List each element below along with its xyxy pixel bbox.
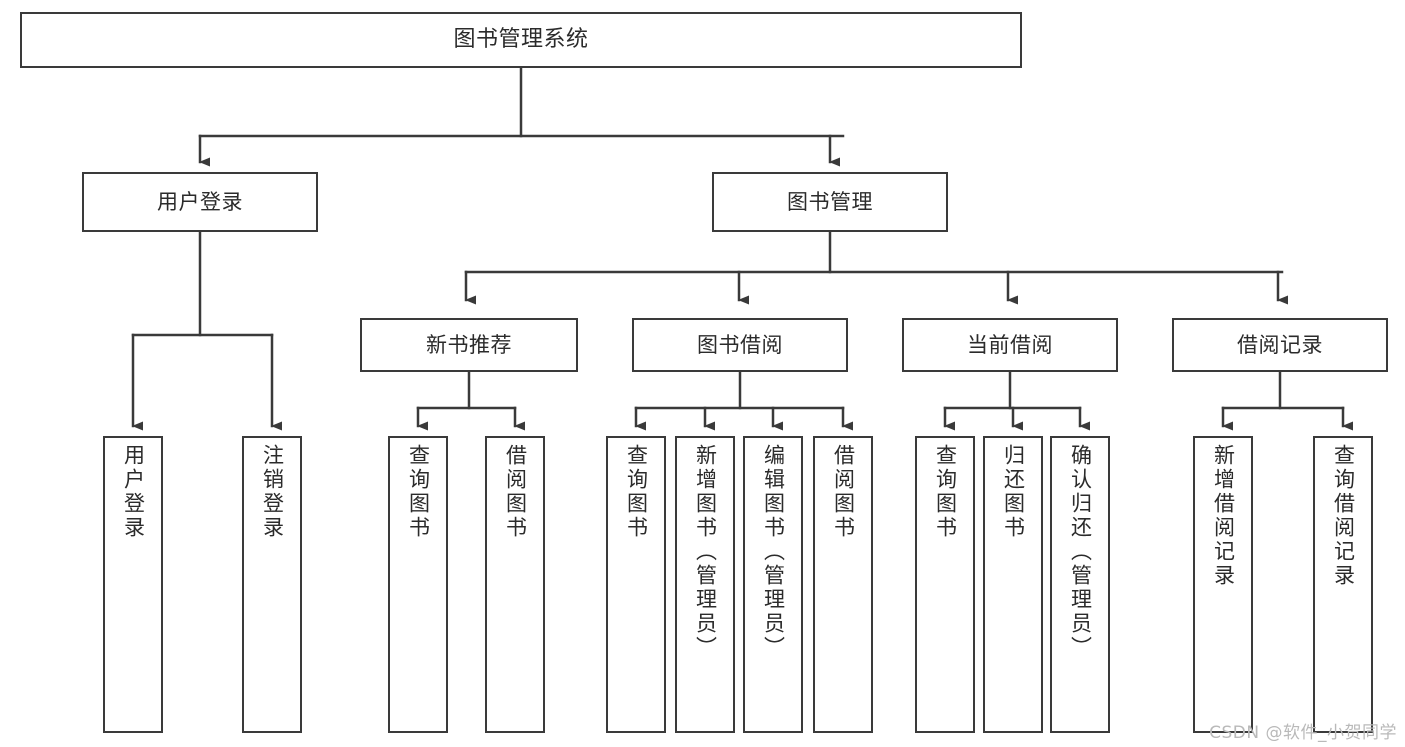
node-root-system[interactable]: 图书管理系统 [20,12,1022,68]
node-leaf-query-book-1[interactable]: 查询图书 [388,436,448,733]
node-leaf-confirm-return[interactable]: 确认归还（管理员） [1050,436,1110,733]
node-leaf-logout[interactable]: 注销登录 [242,436,302,733]
node-leaf-user-login-label: 用户登录 [121,444,146,540]
node-book-borrow[interactable]: 图书借阅 [632,318,848,372]
node-leaf-query-book-2[interactable]: 查询图书 [606,436,666,733]
node-root-system-label: 图书管理系统 [453,27,589,53]
node-user-login[interactable]: 用户登录 [82,172,318,232]
node-book-manage-label: 图书管理 [787,189,873,214]
node-leaf-confirm-return-label: 确认归还（管理员） [1068,444,1093,660]
node-leaf-query-book-3[interactable]: 查询图书 [915,436,975,733]
node-leaf-query-record-label: 查询借阅记录 [1331,444,1356,588]
node-current-borrow[interactable]: 当前借阅 [902,318,1118,372]
node-book-borrow-label: 图书借阅 [697,332,783,357]
node-leaf-borrow-book-2[interactable]: 借阅图书 [813,436,873,733]
node-leaf-add-record-label: 新增借阅记录 [1211,444,1236,588]
node-leaf-return-book[interactable]: 归还图书 [983,436,1043,733]
node-leaf-borrow-book-1[interactable]: 借阅图书 [485,436,545,733]
node-leaf-edit-book[interactable]: 编辑图书（管理员） [743,436,803,733]
node-new-book-rec[interactable]: 新书推荐 [360,318,578,372]
node-leaf-add-record[interactable]: 新增借阅记录 [1193,436,1253,733]
node-user-login-label: 用户登录 [157,189,243,214]
node-new-book-rec-label: 新书推荐 [426,332,512,357]
csdn-watermark: CSDN @软件_小贺同学 [1209,723,1397,743]
node-leaf-add-book-label: 新增图书（管理员） [693,444,718,660]
node-leaf-add-book[interactable]: 新增图书（管理员） [675,436,735,733]
node-leaf-user-login[interactable]: 用户登录 [103,436,163,733]
node-leaf-query-book-3-label: 查询图书 [933,444,958,540]
node-leaf-return-book-label: 归还图书 [1001,444,1026,540]
node-leaf-logout-label: 注销登录 [260,444,285,540]
node-leaf-edit-book-label: 编辑图书（管理员） [761,444,786,660]
node-leaf-query-book-1-label: 查询图书 [406,444,431,540]
node-leaf-borrow-book-1-label: 借阅图书 [503,444,528,540]
node-leaf-borrow-book-2-label: 借阅图书 [831,444,856,540]
node-current-borrow-label: 当前借阅 [967,332,1053,357]
node-borrow-record-label: 借阅记录 [1237,332,1323,357]
node-leaf-query-book-2-label: 查询图书 [624,444,649,540]
node-book-manage[interactable]: 图书管理 [712,172,948,232]
node-borrow-record[interactable]: 借阅记录 [1172,318,1388,372]
node-leaf-query-record[interactable]: 查询借阅记录 [1313,436,1373,733]
